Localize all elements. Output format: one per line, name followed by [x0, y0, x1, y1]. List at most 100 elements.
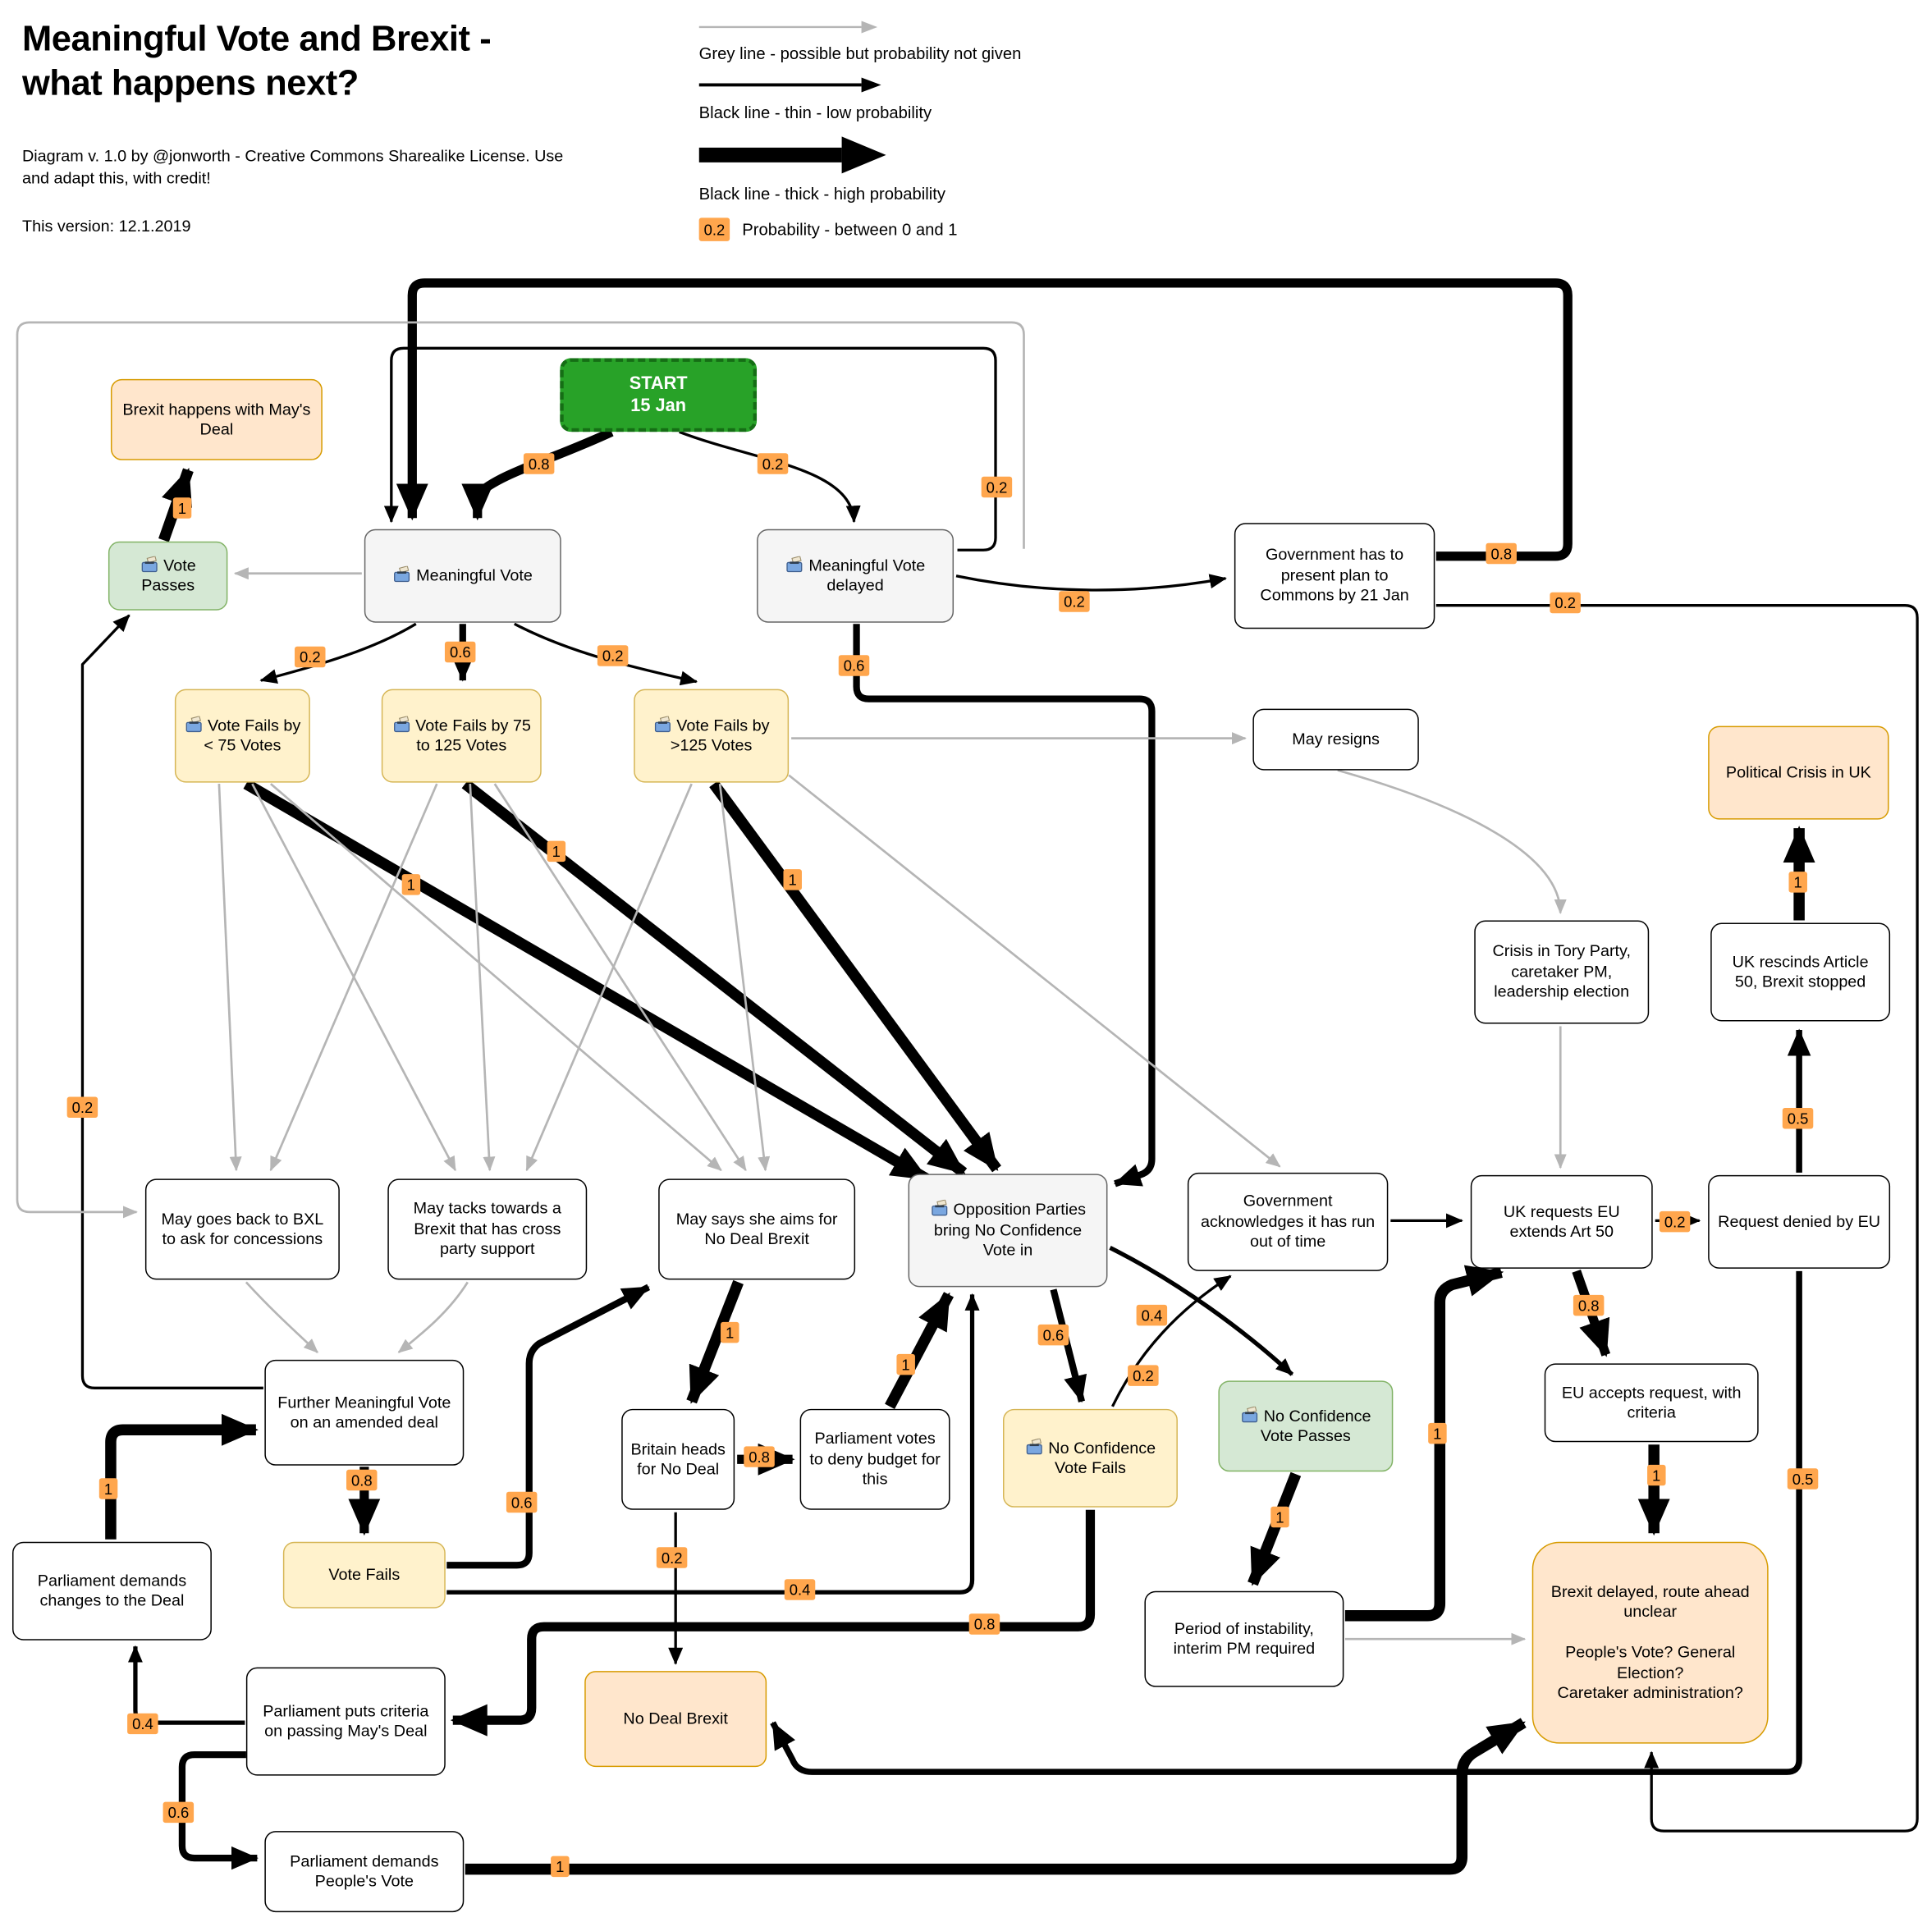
node-label: START 15 Jan	[629, 373, 688, 416]
probability-label: 0.4	[784, 1579, 816, 1601]
node-label: Period of instability, interim PM requir…	[1173, 1618, 1316, 1658]
edge-no-deal-aim-britain-no-deal	[686, 1279, 744, 1404]
ballot-box-icon	[394, 565, 410, 582]
thick-line-sample	[698, 136, 886, 174]
node-vote-fails: Vote Fails	[282, 1541, 446, 1609]
edge-denied-no-deal-brexit	[770, 1270, 1802, 1775]
node-mv-delayed: Meaningful Vote delayed	[757, 529, 955, 623]
legend-grey-label: Grey line - possible but probability not…	[698, 43, 1022, 63]
edge-mv-delayed-meaningful-vote	[383, 346, 997, 551]
node-britain-no-deal: Britain heads for No Deal	[621, 1408, 735, 1510]
node-instability: Period of instability, interim PM requir…	[1144, 1590, 1344, 1687]
legend-thin-label: Black line - thin - low probability	[698, 103, 932, 122]
node-start: START 15 Jan	[560, 358, 758, 432]
node-opposition: Opposition Parties bring No Confidence V…	[908, 1174, 1108, 1288]
node-fail-75-125: Vote Fails by 75 to 125 Votes	[381, 689, 542, 783]
legend: Grey line - possible but probability not…	[698, 17, 1229, 241]
edge-fail-gt125-no-deal-aim	[718, 783, 771, 1172]
node-label: Vote Fails by < 75 Votes	[204, 715, 301, 755]
probability-label: 0.2	[295, 646, 326, 668]
probability-label: 0.4	[127, 1713, 158, 1735]
probability-label: 0.8	[346, 1469, 378, 1491]
probability-label: 0.2	[1550, 592, 1582, 614]
ballot-box-icon	[786, 555, 803, 572]
node-label: Vote Fails by >125 Votes	[670, 715, 770, 755]
probability-label: 1	[401, 874, 420, 896]
probability-label: 0.8	[744, 1446, 775, 1468]
probability-label: 0.2	[757, 453, 789, 475]
node-label: Political Crisis in UK	[1725, 762, 1871, 781]
node-label: Parliament puts criteria on passing May'…	[263, 1700, 429, 1741]
node-label: Request denied by EU	[1718, 1211, 1881, 1231]
node-nc-passes: No Confidence Vote Passes	[1218, 1380, 1394, 1472]
probability-label: 0.2	[597, 645, 629, 667]
edge-fail-75-125-bxl	[269, 783, 438, 1172]
node-denied: Request denied by EU	[1708, 1174, 1891, 1269]
grey-line-sample	[698, 21, 878, 34]
edge-start-mv-delayed	[679, 430, 861, 524]
edge-fail-lt75-opposition	[243, 779, 930, 1184]
node-no-deal-brexit: No Deal Brexit	[584, 1671, 767, 1768]
ballot-box-icon	[185, 715, 202, 732]
edge-fail-75-125-opposition	[461, 779, 968, 1178]
edge-meaningful-vote-fail-lt75	[259, 622, 417, 684]
node-art50: UK requests EU extends Art 50	[1470, 1174, 1653, 1269]
ballot-box-icon	[931, 1200, 947, 1216]
node-label: Brexit delayed, route ahead unclear Peop…	[1550, 1581, 1750, 1702]
probability-label: 0.6	[1037, 1324, 1069, 1346]
edge-mv-delayed-opposition	[853, 624, 1156, 1188]
node-label: May tacks towards a Brexit that has cros…	[413, 1198, 561, 1258]
node-demand-changes: Parliament demands changes to the Deal	[11, 1541, 212, 1641]
node-political-crisis: Political Crisis in UK	[1708, 725, 1889, 820]
edge-mv-delayed-govt-plan	[955, 574, 1227, 592]
node-label: Meaningful Vote	[416, 565, 533, 584]
node-label: Brexit happens with May's Deal	[122, 399, 311, 438]
node-demand-pv: Parliament demands People's Vote	[264, 1831, 465, 1913]
probability-label: 1	[1647, 1464, 1666, 1486]
node-brexit-delayed: Brexit delayed, route ahead unclear Peop…	[1531, 1541, 1769, 1744]
probability-label: 1	[551, 1856, 570, 1878]
node-brexit-happens: Brexit happens with May's Deal	[110, 378, 323, 460]
node-cross-party: May tacks towards a Brexit that has cros…	[387, 1178, 588, 1280]
edge-cross-party-further-mv	[397, 1281, 469, 1353]
node-label: Meaningful Vote delayed	[808, 555, 926, 595]
probability-label: 0.6	[163, 1801, 195, 1824]
edge-fail-gt125-cross-party	[525, 783, 693, 1172]
probability-label: 0.2	[656, 1547, 688, 1569]
edge-bxl-further-mv	[245, 1281, 318, 1353]
probability-label: 0.8	[1573, 1294, 1605, 1316]
edge-deny-budget-opposition	[885, 1292, 955, 1409]
node-label: Government acknowledges it has run out o…	[1201, 1191, 1376, 1251]
probability-label: 0.2	[1659, 1210, 1691, 1233]
node-govt-plan: Government has to present plan to Common…	[1234, 523, 1435, 629]
edge-govt-plan-brexit-delayed	[1435, 604, 1919, 1833]
node-label: Vote Fails	[328, 1564, 401, 1584]
edge-criteria-demand-changes	[127, 1645, 245, 1725]
probability-label: 1	[1270, 1506, 1289, 1528]
probability-label: 1	[98, 1478, 118, 1500]
node-label: Britain heads for No Deal	[630, 1439, 726, 1478]
probability-label: 1	[721, 1321, 739, 1343]
credit-text: Diagram v. 1.0 by @jonworth - Creative C…	[21, 146, 564, 187]
node-label: May resigns	[1292, 729, 1380, 748]
probability-label: 0.8	[968, 1613, 1000, 1636]
edge-nc-fails-out-of-time	[1110, 1274, 1232, 1407]
edge-fail-75-125-cross-party	[469, 784, 496, 1172]
edge-nc-fails-criteria	[450, 1509, 1096, 1737]
edge-fail-gt125-out-of-time	[788, 774, 1281, 1168]
node-label: UK requests EU extends Art 50	[1503, 1201, 1620, 1241]
edge-govt-plan-meaningful-vote	[396, 278, 1573, 561]
edge-vote-fails-opposition	[446, 1293, 980, 1595]
edge-mv-delayed-bxl	[16, 321, 1025, 1219]
node-label: Opposition Parties bring No Confidence V…	[933, 1200, 1087, 1260]
node-label: Parliament votes to deny budget for this	[809, 1429, 941, 1489]
legend-probability-row: 0.2 Probability - between 0 and 1	[698, 217, 1229, 241]
legend-probability-label: Probability - between 0 and 1	[742, 220, 958, 239]
edge-fail-lt75-no-deal-aim	[269, 783, 722, 1171]
edge-vote-fails-no-deal-aim	[446, 1284, 651, 1569]
page-title: Meaningful Vote and Brexit - what happen…	[21, 19, 492, 104]
node-nc-fails: No Confidence Vote Fails	[1003, 1408, 1178, 1508]
edge-further-mv-vote-passes	[80, 614, 263, 1389]
edge-demand-pv-brexit-delayed	[465, 1718, 1527, 1875]
